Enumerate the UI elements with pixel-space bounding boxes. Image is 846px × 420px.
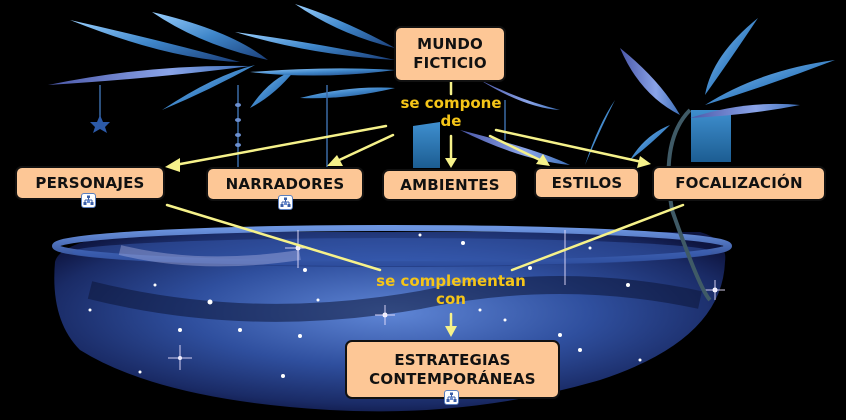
node-mundo-ficticio[interactable]: MUNDO FICTICIO: [394, 26, 506, 82]
link-label-se-compone-de[interactable]: se compone de: [386, 94, 516, 130]
node-focalizacion-label: FOCALIZACIÓN: [675, 174, 803, 192]
node-mundo-ficticio-line2: FICTICIO: [413, 54, 487, 72]
node-focalizacion[interactable]: FOCALIZACIÓN: [652, 166, 826, 201]
connector-to-narradores: [333, 133, 395, 164]
node-estilos-label: ESTILOS: [551, 173, 623, 192]
lantern-center: [413, 122, 440, 168]
star-ornament: [90, 115, 110, 133]
hierarchy-icon[interactable]: [278, 195, 293, 210]
connector-to-personajes: [173, 124, 388, 167]
link-label-se-complementan-line2: con: [436, 290, 466, 308]
node-narradores-label: NARRADORES: [225, 174, 345, 193]
link-label-se-complementan-con[interactable]: se complementan con: [358, 272, 544, 308]
link-label-se-compone-line1: se compone: [400, 94, 502, 112]
node-ambientes[interactable]: AMBIENTES: [382, 169, 518, 201]
hierarchy-icon[interactable]: [444, 390, 459, 405]
connector-to-focalizacion: [494, 128, 644, 164]
connector-focalizacion-link: [510, 203, 685, 272]
link-label-se-compone-line2: de: [440, 112, 462, 130]
hanging-ornaments: [99, 85, 506, 175]
node-personajes-label: PERSONAJES: [35, 173, 145, 192]
link-label-se-complementan-line1: se complementan: [376, 272, 526, 290]
lantern-right: [691, 110, 731, 162]
arrowheads: [165, 154, 651, 337]
connector-to-estilos: [488, 134, 544, 163]
node-mundo-ficticio-line1: MUNDO: [417, 35, 483, 53]
leaf-cluster-right: [585, 18, 835, 165]
node-estrategias-contemporaneas[interactable]: ESTRATEGIAS CONTEMPORÁNEAS: [345, 340, 560, 399]
connectors: [165, 80, 685, 330]
hierarchy-icon[interactable]: [81, 193, 96, 208]
connector-personajes-link: [165, 203, 382, 272]
node-estrategias-line1: ESTRATEGIAS: [394, 350, 511, 369]
leaf-cluster-left: [48, 4, 570, 165]
node-estrategias-line2: CONTEMPORÁNEAS: [369, 369, 536, 388]
node-estilos[interactable]: ESTILOS: [534, 167, 640, 199]
node-ambientes-label: AMBIENTES: [400, 175, 500, 194]
